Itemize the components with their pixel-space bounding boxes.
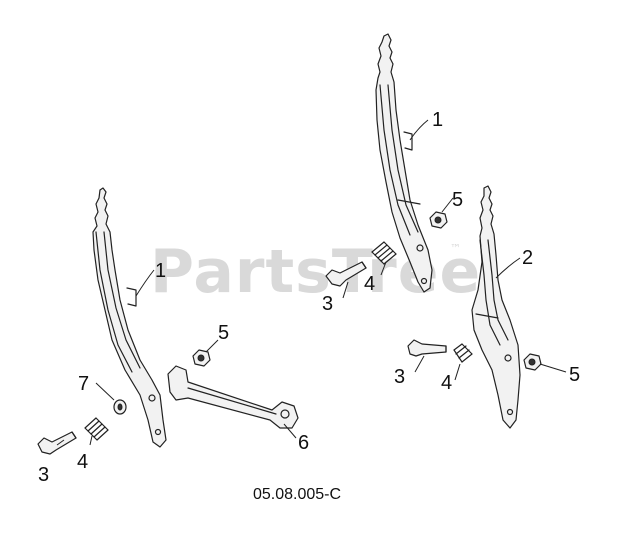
callout-4-left: 4 — [77, 451, 88, 473]
figure-code: 05.08.005-C — [253, 486, 341, 503]
part-lever-right-upper[interactable] — [375, 33, 433, 293]
part-bolt-right-lower[interactable] — [407, 339, 447, 357]
callout-3-right-upper: 3 — [322, 293, 333, 315]
callout-2: 2 — [522, 247, 533, 269]
callout-5-left: 5 — [218, 322, 229, 344]
callout-3-left: 3 — [38, 464, 49, 486]
callout-5-right-upper: 5 — [452, 189, 463, 211]
callout-4-right-upper: 4 — [364, 273, 375, 295]
callout-4-right-lower: 4 — [441, 372, 452, 394]
callout-6: 6 — [298, 432, 309, 454]
callout-3-right-lower: 3 — [394, 366, 405, 388]
part-link-bar[interactable] — [167, 365, 299, 429]
part-lever-right-lower[interactable] — [471, 185, 521, 429]
part-spring-right-upper[interactable] — [371, 241, 397, 265]
callout-1-right: 1 — [432, 109, 443, 131]
callout-1-left: 1 — [155, 260, 166, 282]
part-bolt-left[interactable] — [37, 431, 77, 455]
part-lever-left[interactable] — [92, 187, 167, 448]
part-spring-left[interactable] — [84, 417, 109, 441]
part-washer[interactable] — [113, 399, 127, 415]
callout-5-right-lower: 5 — [569, 364, 580, 386]
part-nut-left[interactable] — [192, 349, 211, 367]
part-nut-right-lower[interactable] — [523, 353, 542, 371]
watermark-trademark: ™ — [450, 242, 461, 255]
callout-7: 7 — [78, 373, 89, 395]
part-spring-right-lower[interactable] — [453, 343, 473, 363]
callouts: 1 1 2 3 3 3 4 4 4 5 5 5 6 7 — [38, 109, 580, 486]
part-bolt-right-upper[interactable] — [325, 261, 367, 287]
leader-lines — [56, 119, 567, 446]
part-nut-right-upper[interactable] — [429, 211, 448, 229]
